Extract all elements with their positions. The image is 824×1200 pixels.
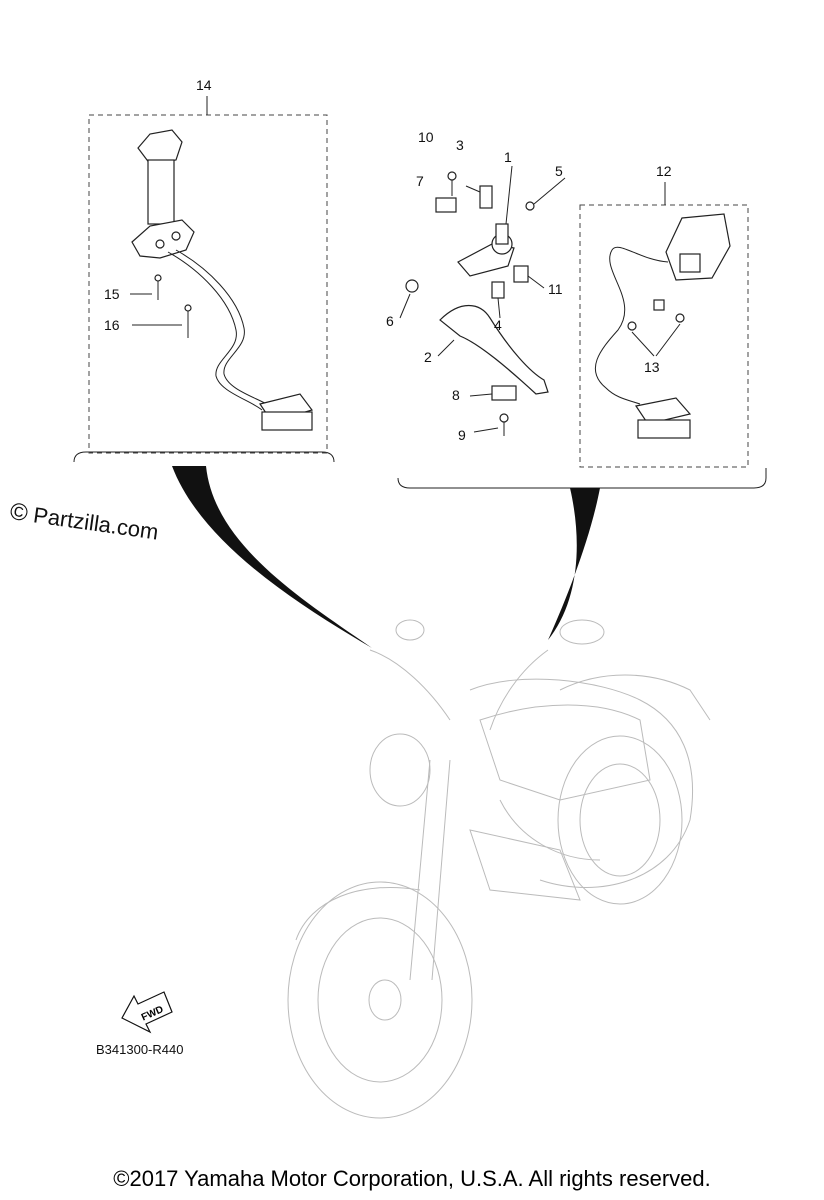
connector-icon — [261, 411, 313, 431]
motorcycle-outline-icon — [287, 619, 711, 1119]
callout-16: 16 — [104, 317, 120, 333]
callout-3: 3 — [456, 137, 464, 153]
right-lever-switch-panel — [397, 165, 767, 489]
right-pointer — [548, 488, 600, 640]
copyright-footer: ©2017 Yamaha Motor Corporation, U.S.A. A… — [113, 1166, 711, 1191]
callout-9: 9 — [458, 427, 466, 443]
callout-8: 8 — [452, 387, 460, 403]
callout-5: 5 — [555, 163, 563, 179]
switch-housing-icon — [137, 129, 183, 165]
left-pointer — [172, 466, 372, 648]
fwd-arrow-icon: FWD — [121, 991, 173, 1034]
right-connector-icon — [637, 419, 691, 439]
left-handlebar-switch-panel — [73, 96, 335, 463]
callout-4: 4 — [494, 317, 502, 333]
callout-6: 6 — [386, 313, 394, 329]
callout-14: 14 — [196, 77, 212, 93]
callout-7: 7 — [416, 173, 424, 189]
callout-13: 13 — [644, 359, 660, 375]
brake-lever-icon — [439, 305, 549, 395]
callout-10: 10 — [418, 129, 434, 145]
callout-2: 2 — [424, 349, 432, 365]
callout-15: 15 — [104, 286, 120, 302]
callout-11: 11 — [548, 281, 563, 297]
diagram-reference-code: B341300-R440 — [96, 1042, 184, 1057]
callout-1: 1 — [504, 149, 512, 165]
callout-12: 12 — [656, 163, 672, 179]
copyright-symbol-icon: © — [8, 498, 30, 528]
